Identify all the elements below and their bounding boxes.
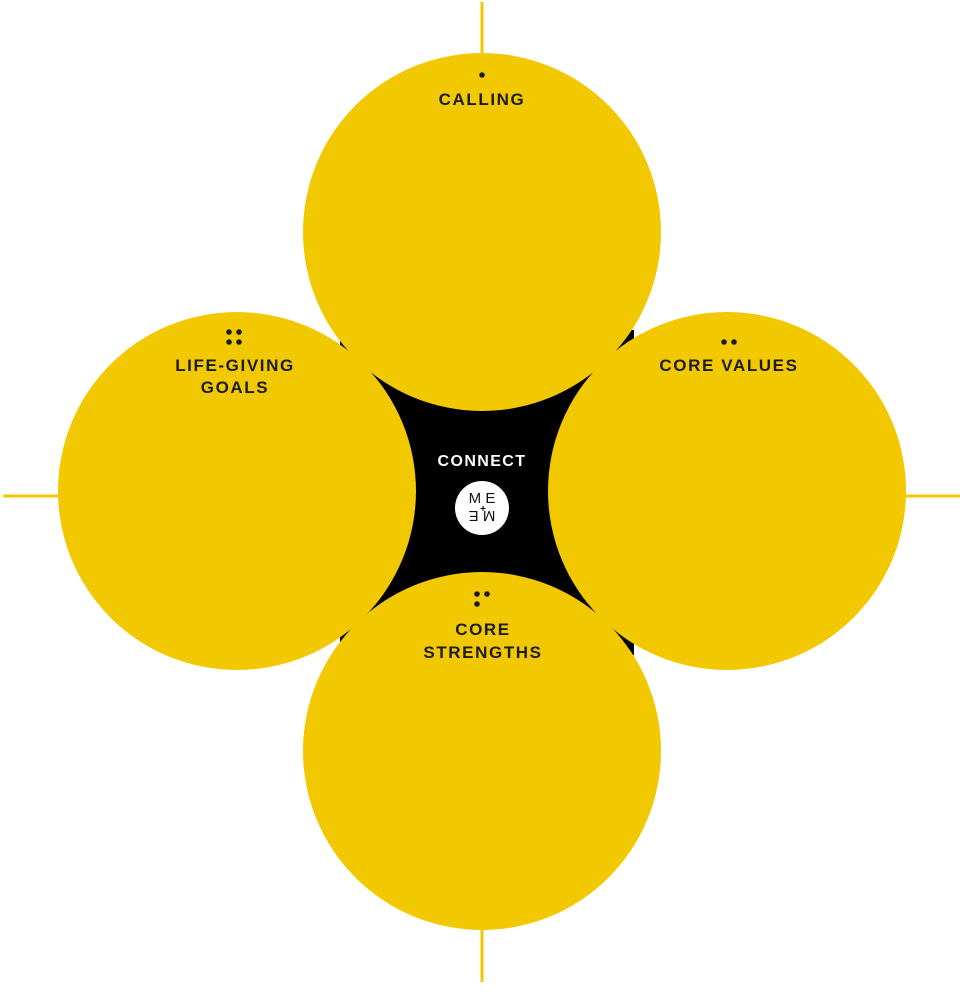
life-giving-goals-label-line1: LIFE-GIVING — [175, 356, 295, 375]
circle-calling — [303, 53, 661, 411]
connect-label: CONNECT — [438, 453, 527, 470]
dot-icon — [226, 339, 232, 345]
dot-icon — [479, 72, 485, 78]
calling-dots — [479, 72, 485, 78]
core-values-label: CORE VALUES — [659, 356, 798, 375]
circle-core-values — [548, 312, 906, 670]
dot-icon — [474, 591, 480, 597]
dot-icon — [226, 329, 232, 335]
life-giving-goals-dots — [226, 329, 242, 345]
dot-icon — [721, 339, 727, 345]
core-strengths-label-line1: CORE — [455, 620, 511, 639]
logo-badge — [455, 481, 509, 535]
logo-top-text: M E — [469, 490, 496, 507]
circle-life-giving-goals — [58, 312, 416, 670]
dot-icon — [236, 329, 242, 335]
dot-icon — [236, 339, 242, 345]
core-values-dots — [721, 339, 737, 345]
core-strengths-dots — [474, 591, 490, 607]
life-giving-goals-label-line2: GOALS — [201, 378, 269, 397]
dot-icon — [474, 601, 480, 607]
logo-bottom-text: M E — [469, 507, 496, 524]
me-plus-we-logo: M E + M E — [455, 481, 509, 535]
circle-core-strengths — [303, 572, 661, 930]
calling-label: CALLING — [439, 90, 526, 109]
dot-icon — [484, 591, 490, 597]
logo-plus-text: + — [480, 504, 486, 515]
core-strengths-label-line2: STRENGTHS — [423, 643, 542, 662]
dot-icon — [731, 339, 737, 345]
